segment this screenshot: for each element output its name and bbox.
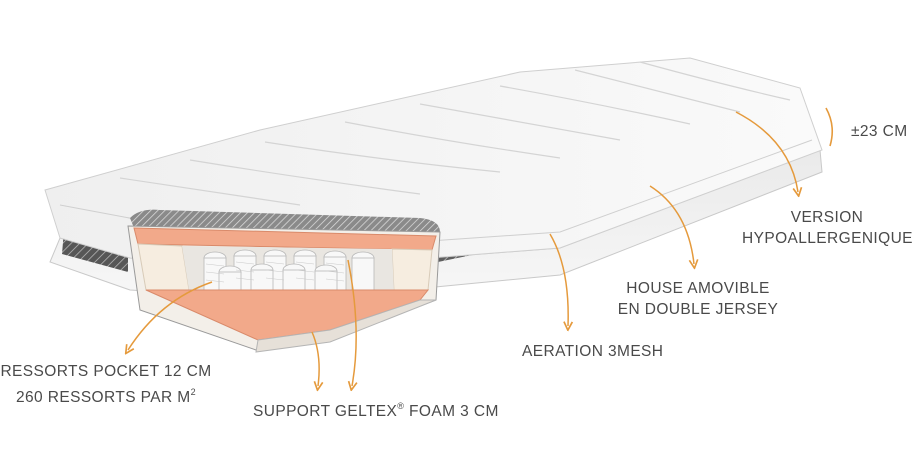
label-version: VERSION HYPOALLERGENIQUE	[742, 207, 913, 249]
leader-arrows	[128, 111, 798, 386]
label-house-line1: HOUSE AMOVIBLE	[626, 280, 770, 297]
label-house-line2: EN DOUBLE JERSEY	[617, 301, 779, 318]
label-version-line1: VERSION	[790, 209, 864, 226]
label-height: ±23 CM	[851, 123, 908, 140]
label-house: HOUSE AMOVIBLE EN DOUBLE JERSEY	[608, 278, 788, 320]
label-support: SUPPORT GELTEX® FOAM 3 CM	[253, 396, 499, 422]
label-support-sup: ®	[397, 401, 405, 411]
label-ressorts-line2: 260 RESSORTS PAR M2	[15, 387, 196, 406]
arrow-aeration	[549, 233, 568, 326]
height-bracket	[825, 107, 834, 147]
label-aeration: AERATION 3MESH	[522, 343, 664, 360]
arrow-support-left	[311, 331, 319, 386]
label-version-line2: HYPOALLERGENIQUE	[742, 230, 913, 247]
arrow-ressorts	[128, 281, 213, 350]
label-support-tail: FOAM 3 CM	[404, 403, 499, 420]
arrow-version	[735, 111, 798, 192]
arrow-house	[649, 185, 694, 264]
cutaway-section	[127, 209, 441, 353]
label-support-text: SUPPORT GELTEX	[253, 403, 398, 420]
label-ressorts-line1: RESSORTS POCKET 12 CM	[0, 363, 212, 380]
label-ressorts: RESSORTS POCKET 12 CM 260 RESSORTS PAR M…	[0, 361, 212, 408]
arrow-support-right	[347, 259, 356, 386]
quilting-lines	[119, 61, 791, 206]
